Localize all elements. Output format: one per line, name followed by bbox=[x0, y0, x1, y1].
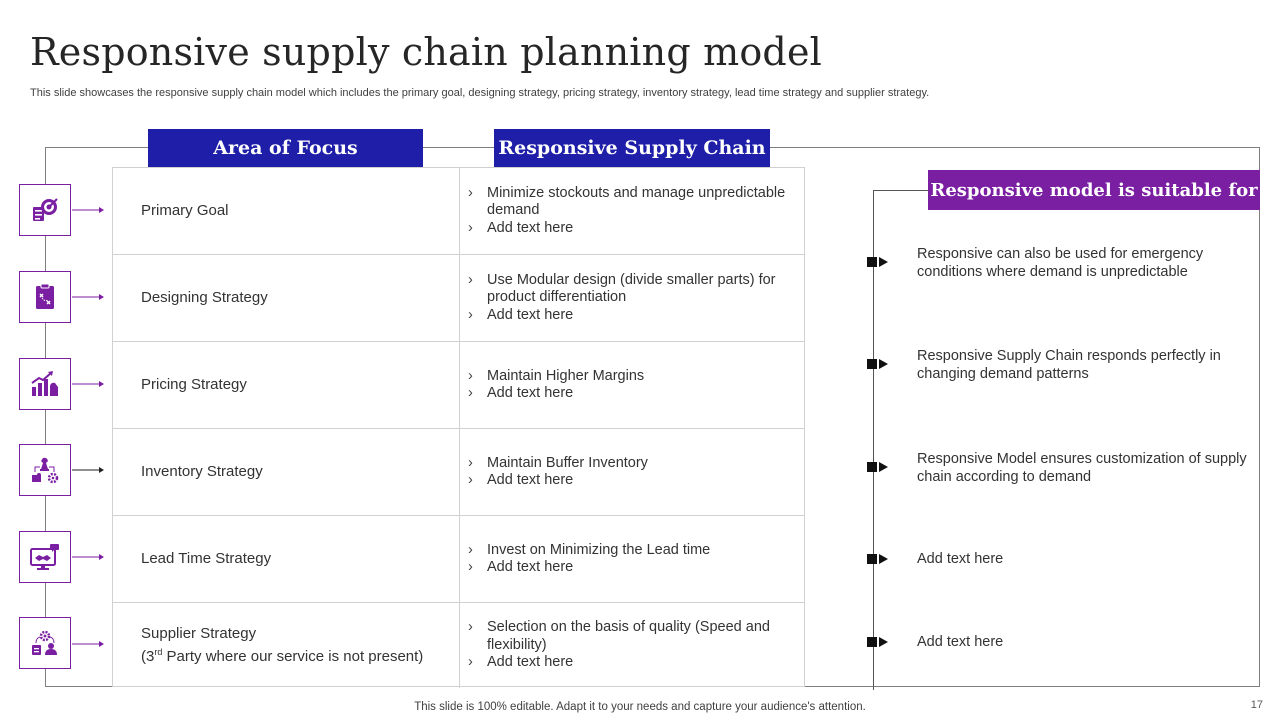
clipboard-icon bbox=[19, 271, 71, 323]
bullet-text: Use Modular design (divide smaller parts… bbox=[487, 271, 776, 306]
chevron-right-icon: › bbox=[468, 619, 473, 636]
table-row: Primary Goal › Minimize stockouts and man… bbox=[113, 168, 804, 255]
bullet-text: Selection on the basis of quality (Speed… bbox=[487, 619, 770, 653]
bullet-text: Invest on Minimizing the Lead time bbox=[487, 541, 711, 558]
focus-label-note: (3rd Party where our service is not pres… bbox=[141, 647, 424, 665]
bullet-item: › Add text here bbox=[468, 220, 798, 238]
bullet-text: Add text here bbox=[487, 385, 574, 401]
column-divider bbox=[459, 516, 460, 602]
bullet-item: › Selection on the basis of quality (Spee… bbox=[468, 619, 798, 654]
chevron-right-icon: › bbox=[468, 541, 473, 558]
arrow-icon bbox=[72, 294, 104, 300]
focus-label-text: Pricing Strategy bbox=[141, 376, 247, 393]
chevron-right-icon: › bbox=[468, 184, 473, 201]
bullet-list: › Minimize stockouts and manage unpredict… bbox=[468, 168, 798, 254]
suitable-for-header: Responsive model is suitable for bbox=[928, 170, 1260, 210]
marker-arrow-icon bbox=[867, 462, 888, 472]
chevron-right-icon: › bbox=[468, 472, 473, 488]
slide-footer: This slide is 100% editable. Adapt it to… bbox=[414, 701, 866, 713]
area-of-focus-header: Area of Focus bbox=[148, 129, 423, 167]
focus-label: Lead Time Strategy bbox=[141, 516, 441, 602]
column-divider bbox=[459, 168, 460, 254]
page-number: 17 bbox=[1250, 699, 1263, 711]
slide-subtitle: This slide showcases the responsive supp… bbox=[30, 87, 930, 99]
chevron-right-icon: › bbox=[468, 454, 473, 471]
bullet-item: › Add text here bbox=[468, 385, 798, 403]
focus-label-text: Inventory Strategy bbox=[141, 463, 263, 480]
arrow-icon bbox=[72, 207, 104, 213]
arrow-icon bbox=[72, 381, 104, 387]
marker-arrow-icon bbox=[867, 637, 888, 647]
bullet-item: › Add text here bbox=[468, 559, 798, 577]
bullet-text: Add text here bbox=[487, 219, 574, 236]
focus-label: Primary Goal bbox=[141, 168, 441, 254]
focus-label-text: Lead Time Strategy bbox=[141, 550, 272, 567]
focus-label: Inventory Strategy bbox=[141, 429, 441, 515]
chevron-right-icon: › bbox=[468, 271, 473, 288]
suitable-item: Add text here bbox=[917, 634, 1004, 650]
marker-arrow-icon bbox=[867, 554, 888, 564]
bullet-text: Add text here bbox=[487, 306, 574, 323]
focus-label: Supplier Strategy (3rd Party where our s… bbox=[141, 603, 441, 688]
target-icon bbox=[19, 184, 71, 236]
column-divider bbox=[459, 255, 460, 341]
slide-title: Responsive supply chain planning model bbox=[30, 30, 822, 74]
bullet-text: Add text here bbox=[487, 654, 574, 671]
bullet-text: Maintain Buffer Inventory bbox=[487, 454, 648, 471]
strategy-table: Primary Goal › Minimize stockouts and man… bbox=[112, 167, 805, 688]
bullet-list: › Maintain Higher Margins › Add text here bbox=[468, 342, 798, 428]
bullet-item: › Invest on Minimizing the Lead time bbox=[468, 542, 798, 560]
focus-label-text: Supplier Strategy bbox=[141, 625, 257, 642]
bullet-item: › Add text here bbox=[468, 472, 798, 490]
bullet-item: › Add text here bbox=[468, 307, 798, 325]
chevron-right-icon: › bbox=[468, 385, 473, 401]
chess-puzzle-icon bbox=[19, 444, 71, 496]
suitable-item: Responsive Model ensures customization o… bbox=[917, 451, 1247, 485]
table-row: Pricing Strategy › Maintain Higher Margin… bbox=[113, 342, 804, 429]
chevron-right-icon: › bbox=[468, 306, 473, 323]
focus-label: Pricing Strategy bbox=[141, 342, 441, 428]
bullet-item: › Maintain Buffer Inventory bbox=[468, 455, 798, 473]
table-row: Designing Strategy › Use Modular design (… bbox=[113, 255, 804, 342]
arrow-icon bbox=[72, 641, 104, 647]
marker-arrow-icon bbox=[867, 359, 888, 369]
growth-chart-icon bbox=[19, 358, 71, 410]
arrow-icon bbox=[72, 554, 104, 560]
focus-label-text: Designing Strategy bbox=[141, 289, 268, 306]
bullet-item: › Minimize stockouts and manage unpredict… bbox=[468, 185, 798, 220]
chevron-right-icon: › bbox=[468, 654, 473, 671]
bullet-text: Maintain Higher Margins bbox=[487, 367, 645, 384]
team-gear-icon bbox=[19, 617, 71, 669]
bullet-item: › Use Modular design (divide smaller part… bbox=[468, 272, 798, 307]
timeline-connector bbox=[873, 190, 929, 191]
suitable-item: Responsive Supply Chain responds perfect… bbox=[917, 348, 1221, 382]
focus-label-text: Primary Goal bbox=[141, 202, 229, 219]
bullet-item: › Maintain Higher Margins bbox=[468, 368, 798, 386]
table-row: Supplier Strategy (3rd Party where our s… bbox=[113, 603, 804, 688]
marker-arrow-icon bbox=[867, 257, 888, 267]
column-divider bbox=[459, 342, 460, 428]
handshake-monitor-icon bbox=[19, 531, 71, 583]
suitable-item: Responsive can also be used for emergenc… bbox=[917, 246, 1204, 280]
table-row: Inventory Strategy › Maintain Buffer Inve… bbox=[113, 429, 804, 516]
bullet-list: › Use Modular design (divide smaller part… bbox=[468, 255, 798, 341]
column-divider bbox=[459, 429, 460, 515]
timeline-line bbox=[873, 190, 874, 690]
bullet-text: Add text here bbox=[487, 559, 574, 575]
bullet-list: › Maintain Buffer Inventory › Add text her… bbox=[468, 429, 798, 515]
responsive-supply-chain-header: Responsive Supply Chain bbox=[494, 129, 770, 167]
bullet-item: › Add text here bbox=[468, 654, 798, 672]
bullet-list: › Selection on the basis of quality (Spee… bbox=[468, 603, 798, 688]
column-divider bbox=[459, 603, 460, 688]
arrow-icon bbox=[72, 467, 104, 473]
chevron-right-icon: › bbox=[468, 559, 473, 575]
chevron-right-icon: › bbox=[468, 367, 473, 384]
focus-label: Designing Strategy bbox=[141, 255, 441, 341]
bullet-text: Minimize stockouts and manage unpredicta… bbox=[487, 184, 786, 219]
bullet-text: Add text here bbox=[487, 472, 574, 488]
chevron-right-icon: › bbox=[468, 219, 473, 236]
bullet-list: › Invest on Minimizing the Lead time › Add… bbox=[468, 516, 798, 602]
table-row: Lead Time Strategy › Invest on Minimizing… bbox=[113, 516, 804, 603]
suitable-item: Add text here bbox=[917, 551, 1004, 567]
